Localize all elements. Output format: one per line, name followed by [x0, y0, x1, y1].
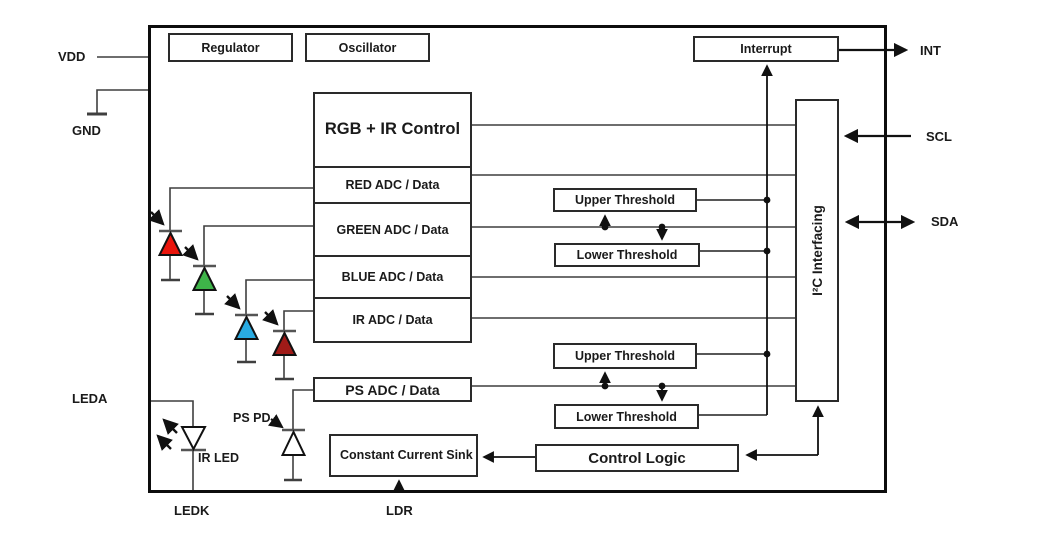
ps-lower-threshold-block: Lower Threshold [554, 404, 699, 429]
ps-lower-threshold-label: Lower Threshold [576, 409, 677, 424]
pin-vdd: VDD [58, 49, 86, 64]
red-adc-row: RED ADC / Data [315, 165, 470, 202]
control-logic-label: Control Logic [588, 449, 686, 467]
als-lower-threshold-block: Lower Threshold [554, 243, 700, 267]
i2c-interfacing-block: I²C Interfacing [795, 99, 839, 402]
ps-photodiode-wires [284, 389, 313, 482]
control-logic-block: Control Logic [535, 444, 739, 472]
incident-light-arrows-icon [148, 209, 279, 326]
i2c-interfacing-label: I²C Interfacing [809, 205, 825, 296]
constant-current-sink-label: Constant Current Sink [340, 447, 473, 462]
als-lower-threshold-label: Lower Threshold [576, 248, 678, 262]
ir-led-emission-arrows-icon [156, 418, 179, 451]
ps-upper-threshold-block: Upper Threshold [553, 343, 697, 369]
pin-gnd: GND [72, 123, 101, 138]
pin-int: INT [920, 43, 941, 58]
interrupt-block: Interrupt [693, 36, 839, 62]
junction-dots [601, 196, 771, 390]
als-upper-threshold-label: Upper Threshold [574, 193, 675, 207]
pin-ledk: LEDK [174, 503, 210, 518]
rgb-ir-control-header: RGB + IR Control [324, 120, 461, 139]
ir-led-label: IR LED [198, 451, 239, 465]
red-photodiode-icon [157, 230, 184, 256]
rgb-ir-control-block: RGB + IR Control RED ADC / Data GREEN AD… [313, 92, 472, 343]
ps-adc-label: PS ADC / Data [345, 381, 440, 398]
blue-photodiode-icon [233, 314, 260, 340]
pin-ldr: LDR [386, 503, 413, 518]
constant-current-sink-block: Constant Current Sink [329, 434, 478, 477]
ps-pd-pointer-arrow-icon [267, 414, 284, 429]
ir-photodiode-icon [271, 330, 298, 356]
gnd-wire [87, 89, 148, 116]
chip-boundary [148, 25, 887, 493]
ps-adc-block: PS ADC / Data [313, 377, 472, 402]
oscillator-block: Oscillator [305, 33, 430, 62]
pin-scl: SCL [926, 129, 952, 144]
photodiode-wires [161, 187, 313, 381]
regulator-block: Regulator [168, 33, 293, 62]
ir-adc-row: IR ADC / Data [315, 296, 470, 341]
pin-leda: LEDA [72, 391, 108, 406]
pin-sda: SDA [931, 214, 959, 229]
ps-upper-threshold-label: Upper Threshold [574, 349, 675, 363]
ps-pd-label: PS PD [233, 411, 271, 425]
data-bus-wires [472, 124, 795, 387]
green-adc-row: GREEN ADC / Data [315, 202, 470, 255]
threshold-wires [599, 199, 767, 416]
interrupt-label: Interrupt [740, 42, 792, 56]
control-logic-wires [393, 405, 824, 492]
ir-led-wires [148, 400, 194, 492]
green-photodiode-icon [191, 265, 218, 291]
ir-led-icon [180, 426, 207, 452]
ps-photodiode-icon [280, 429, 307, 456]
blue-adc-row: BLUE ADC / Data [315, 255, 470, 296]
oscillator-label: Oscillator [338, 40, 397, 55]
als-upper-threshold-block: Upper Threshold [553, 188, 697, 212]
regulator-label: Regulator [201, 40, 260, 55]
